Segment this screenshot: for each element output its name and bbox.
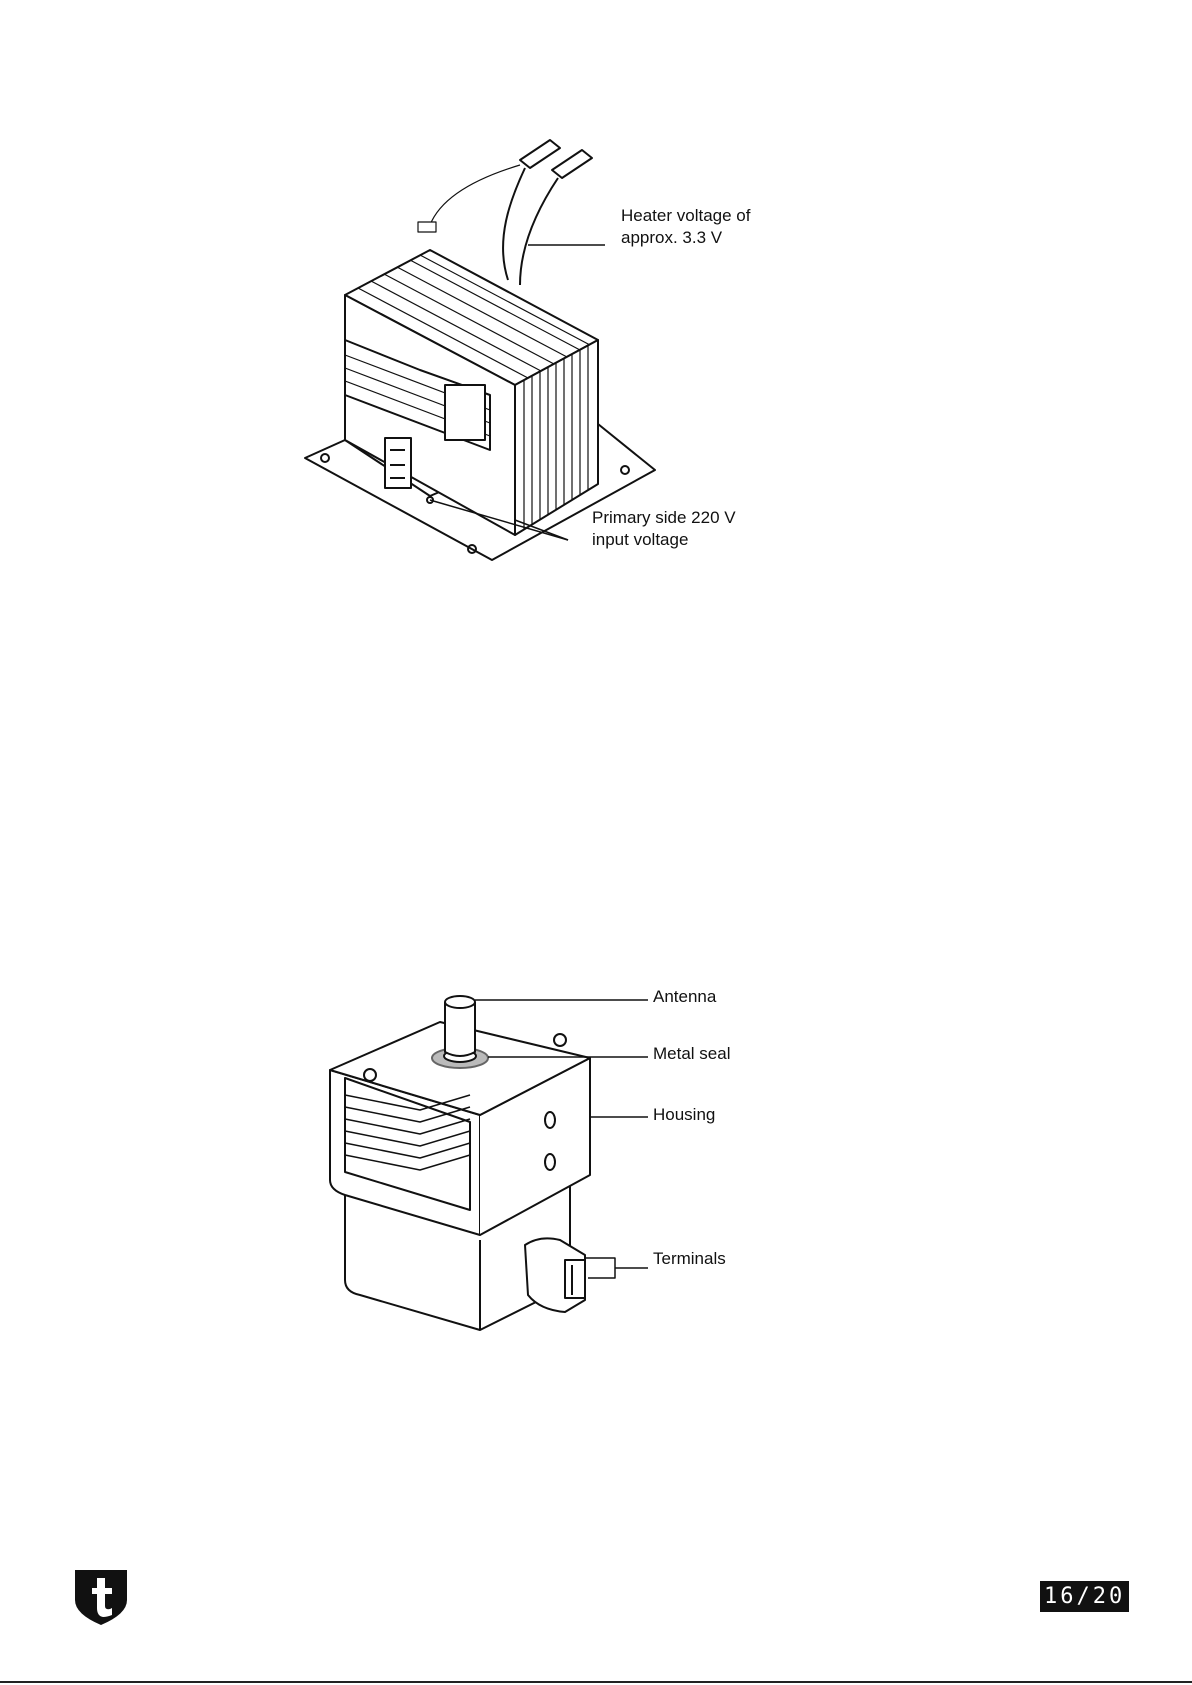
terminals-label: Terminals (653, 1248, 726, 1270)
transformer-illustration (290, 115, 770, 575)
heater-voltage-label: Heater voltage of approx. 3.3 V (621, 205, 750, 249)
page-number: 16/20 (1040, 1581, 1129, 1612)
page-bottom-rule (0, 1681, 1192, 1683)
primary-side-label-line2: input voltage (592, 529, 736, 551)
heater-voltage-label-line2: approx. 3.3 V (621, 227, 750, 249)
antenna-label: Antenna (653, 986, 716, 1008)
t-shield-logo-icon (72, 1568, 130, 1626)
heater-voltage-label-line1: Heater voltage of (621, 205, 750, 227)
metal-seal-label: Metal seal (653, 1043, 730, 1065)
primary-side-label-line1: Primary side 220 V (592, 507, 736, 529)
magnetron-illustration (320, 985, 740, 1340)
housing-label: Housing (653, 1104, 715, 1126)
primary-side-label: Primary side 220 V input voltage (592, 507, 736, 551)
